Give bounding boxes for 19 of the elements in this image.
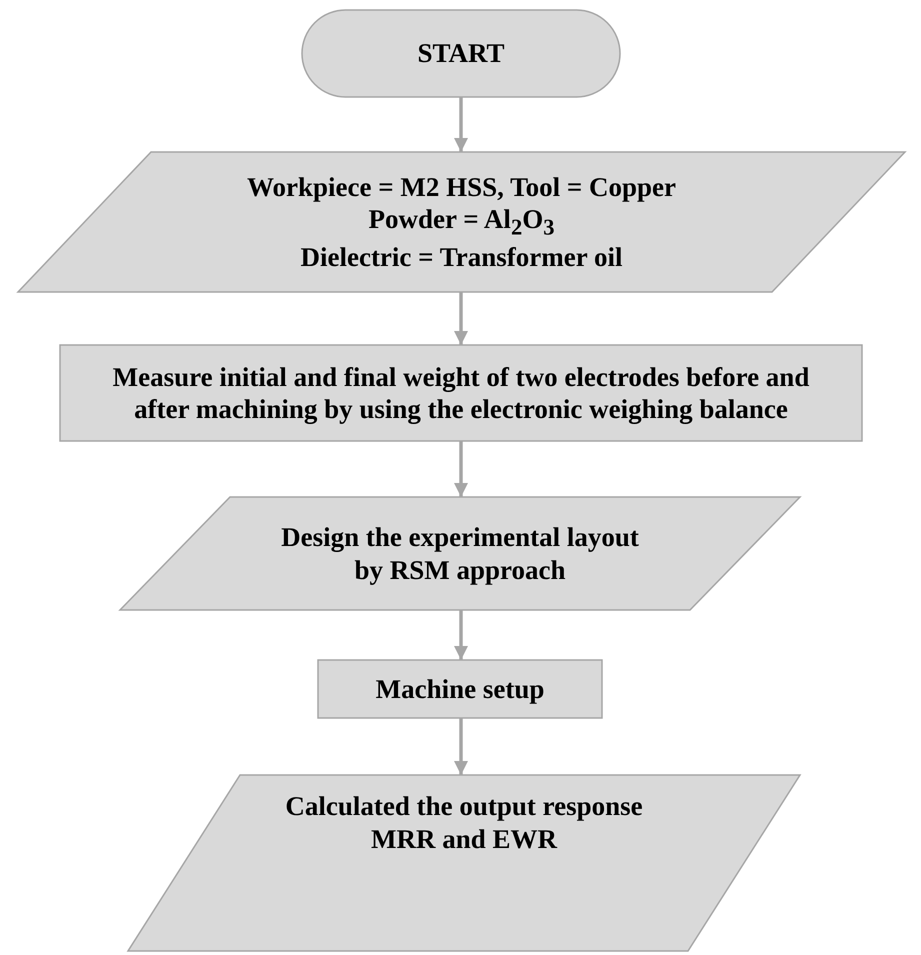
input-output-shape bbox=[126, 774, 802, 952]
node-text: Measure initial and final weight of two electrodes before and after machining by using the electronic weighing balance bbox=[112, 360, 810, 426]
node-text: Machine setup bbox=[376, 672, 544, 706]
input-output-shape bbox=[118, 496, 802, 611]
node-text: Design the experimental layout by RSM approach bbox=[280, 521, 640, 586]
node-text: Dielectric = Transformer oil bbox=[300, 240, 623, 274]
terminal-shape bbox=[301, 9, 621, 98]
arrow bbox=[454, 610, 468, 660]
arrow bbox=[454, 441, 468, 497]
process-box bbox=[317, 659, 603, 719]
arrow bbox=[454, 97, 468, 152]
process-box bbox=[59, 344, 863, 442]
node-text: START bbox=[417, 37, 505, 70]
arrow bbox=[454, 292, 468, 345]
node-text: Powder = Al$_{2}$O$_{3}$ bbox=[368, 203, 554, 241]
node-text: Workpiece = M2 HSS, Tool = Copper bbox=[246, 170, 676, 204]
input-output-shape bbox=[16, 151, 907, 293]
node-text: Calculated the output response MRR and EWR bbox=[284, 790, 644, 855]
arrow bbox=[454, 718, 468, 775]
